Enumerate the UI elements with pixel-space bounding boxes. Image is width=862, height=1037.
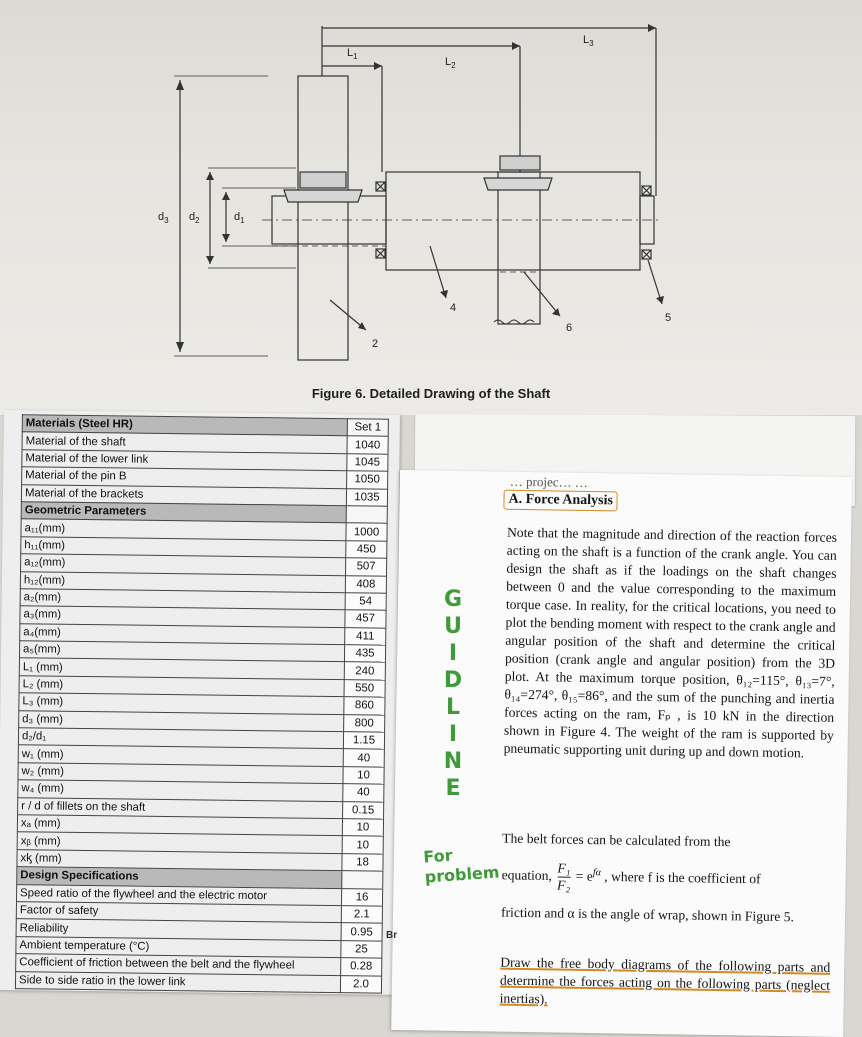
table-row-value: 2.1 (341, 905, 383, 924)
handwritten-letter: G (443, 587, 463, 612)
handwritten-letter: U (444, 614, 462, 639)
table-row-value: 457 (344, 609, 387, 628)
free-body-instruction: Draw the free body diagrams of the follo… (499, 954, 831, 1007)
table-row-value: 18 (341, 853, 384, 872)
dimension-d2: d2 (189, 211, 200, 226)
handwritten-letter: D (443, 668, 463, 693)
handwritten-letter: I (448, 641, 458, 666)
table-row-value: 0.15 (342, 801, 384, 820)
table-row-value: 450 (345, 540, 387, 559)
table-row-value: 10 (342, 766, 385, 785)
callout-6: 6 (566, 322, 573, 334)
belt-forces-paragraph: The belt forces can be calculated from t… (502, 830, 731, 850)
table-row-value: 2.0 (340, 975, 382, 994)
equation-suffix: , where f is the coefficient of (604, 868, 761, 887)
table-row-value: 1050 (346, 470, 388, 489)
belt-equation: equation, F₁ F₂ = efα , where f is the c… (501, 860, 836, 898)
table-row-value: 1.15 (343, 731, 385, 750)
shaft-drawing (174, 24, 664, 361)
cut-off-text: … projec… … (509, 473, 588, 490)
dimension-l1: L1 (347, 47, 358, 62)
handwritten-letter: E (445, 776, 461, 801)
table-row-value: 40 (343, 749, 385, 767)
table-row-value: 10 (342, 818, 384, 837)
dimension-l2: L2 (445, 56, 456, 71)
callout-2: 2 (372, 338, 379, 350)
dimension-d3: d3 (158, 211, 169, 226)
handwritten-letter: N (443, 749, 463, 774)
table-row-value: 550 (344, 679, 386, 698)
figure-caption: Figure 6. Detailed Drawing of the Shaft (311, 386, 551, 401)
dimension-d1: d1 (234, 211, 245, 226)
table-row-value: 435 (344, 644, 386, 663)
table-row-value: 507 (345, 557, 387, 576)
table-row-value: 16 (341, 888, 383, 907)
table-row-value: 25 (340, 940, 383, 959)
table-row-value: 1035 (346, 488, 388, 507)
callout-5: 5 (665, 312, 672, 324)
table-row-value: 10 (342, 836, 384, 854)
table-row-label: Side to side ratio in the lower link (15, 971, 341, 993)
section-heading: A. Force Analysis (503, 489, 619, 512)
equation-numerator: F₁ (557, 860, 571, 878)
table-row-value: 240 (344, 662, 386, 681)
handwritten-for-problem: For problem (423, 842, 500, 887)
equation-exponent: fα (592, 867, 601, 879)
force-analysis-paragraph: Note that the magnitude and direction of… (503, 524, 838, 761)
table-row-value: Set 1 (347, 418, 389, 437)
table-row-value: 1000 (345, 523, 388, 541)
table-row-value: 1045 (346, 453, 388, 472)
table-row-value: 0.28 (340, 957, 382, 976)
figure-sheet (0, 0, 862, 415)
equation-prefix: equation, (501, 867, 552, 884)
dimension-l3: L3 (583, 34, 594, 49)
scrap-text: Br (386, 930, 398, 941)
table-row-value: 54 (345, 592, 387, 611)
equation-fraction: F₁ F₂ (557, 860, 571, 894)
callout-4: 4 (450, 302, 457, 314)
table-row-value: 860 (343, 696, 386, 715)
table-row-value: 40 (342, 783, 384, 802)
handwritten-letter: L (445, 695, 461, 720)
table-row-value: 0.95 (341, 922, 383, 941)
table-row-value: 411 (344, 627, 386, 646)
equation-denominator: F₂ (557, 877, 571, 893)
equation-rhs: = e (575, 868, 593, 884)
handwritten-letter: I (448, 722, 458, 747)
table-row-value (341, 870, 383, 889)
table-row-value: 408 (345, 575, 387, 594)
table-row-value: 800 (343, 714, 385, 733)
friction-paragraph: friction and α is the angle of wrap, sho… (500, 904, 795, 925)
table-row-value (346, 505, 388, 524)
table-row-value: 1040 (346, 436, 389, 454)
